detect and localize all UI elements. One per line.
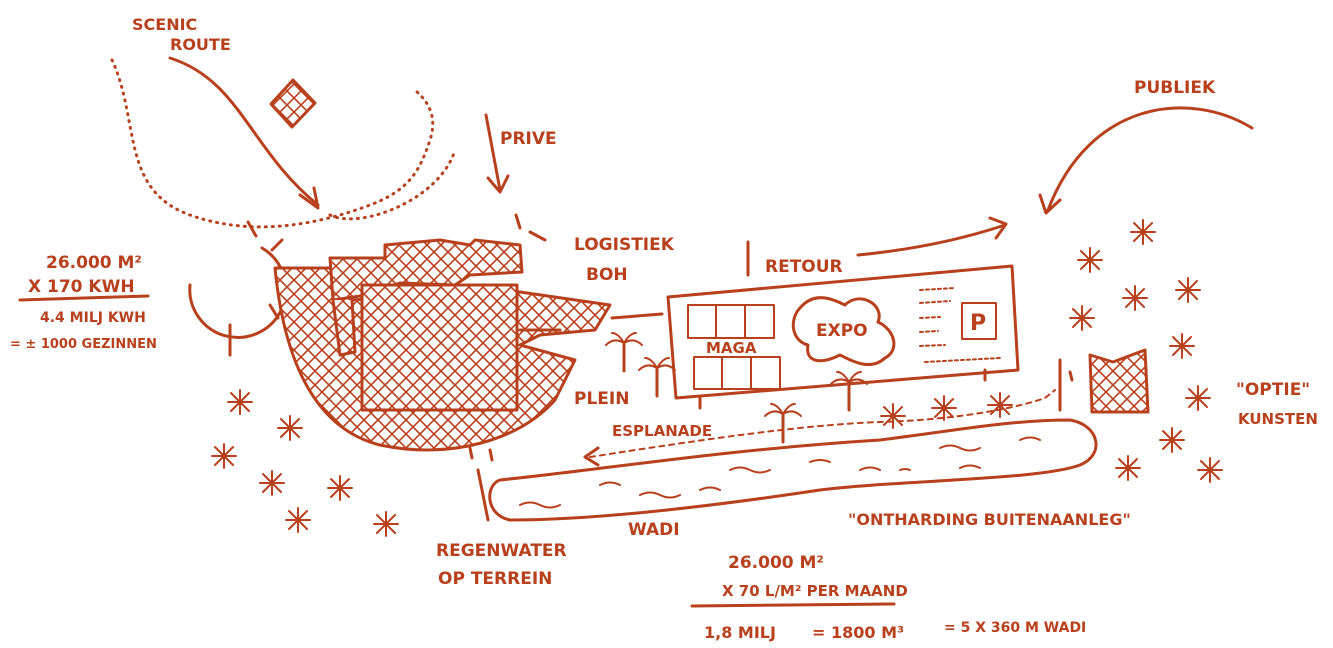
label-kunsten: KUNSTEN xyxy=(1238,410,1318,428)
water-calculation: 26.000 m² x 70 L/m² per maand 1,8 milj =… xyxy=(692,553,1086,642)
energy-factor: x 170 kWh xyxy=(28,277,135,297)
label-plein: PLEIN xyxy=(574,389,629,409)
label-boh: BOH xyxy=(586,265,628,285)
water-wadi: = 5 x 360 m WADI xyxy=(944,620,1086,636)
main-building xyxy=(275,215,610,450)
art-pavilion xyxy=(1090,350,1148,412)
label-optie: "OPTIE" xyxy=(1236,380,1310,400)
label-logistiek: LOGISTIEK xyxy=(574,235,675,255)
connection-line xyxy=(612,314,662,318)
parking-lines xyxy=(920,288,1000,362)
label-regenwater: REGENWATER xyxy=(436,541,567,561)
scenic-route-dotted-path-2 xyxy=(330,150,455,219)
label-expo: EXPO xyxy=(816,321,868,341)
energy-result: 4.4 milj kWh xyxy=(40,310,146,326)
prive-arrow xyxy=(486,115,508,192)
water-area: 26.000 m² xyxy=(728,553,824,573)
water-factor: x 70 L/m² per maand xyxy=(722,582,908,600)
label-retour: RETOUR xyxy=(765,257,843,277)
wadi-water xyxy=(490,420,1096,520)
water-result: 1,8 milj xyxy=(704,623,776,642)
regenwater-marker xyxy=(470,448,492,520)
maga-grid-bottom xyxy=(694,357,780,389)
energy-households: = ± 1000 GEZINNEN xyxy=(10,337,157,352)
publiek-arrow xyxy=(1040,108,1252,213)
diamond-marker-icon xyxy=(271,80,315,127)
energy-area: 26.000 m² xyxy=(46,253,142,273)
water-volume: = 1800 m³ xyxy=(812,623,904,642)
label-publiek: PUBLIEK xyxy=(1134,78,1216,98)
label-op-terrein: OP TERREIN xyxy=(438,569,552,589)
label-prive: PRIVE xyxy=(500,129,557,149)
sun-icon xyxy=(190,222,290,355)
energy-calculation: 26.000 m² x 170 kWh 4.4 milj kWh = ± 100… xyxy=(10,253,157,352)
scenic-route-arrow xyxy=(170,58,318,208)
maga-grid-top xyxy=(688,305,774,338)
label-scenic: SCENIC xyxy=(132,15,197,34)
tree-icons-right xyxy=(881,220,1222,482)
scenic-route-dotted-path xyxy=(112,60,433,227)
label-route: ROUTE xyxy=(170,35,231,54)
label-parking: P xyxy=(970,311,986,336)
label-ontharding: "ONTHARDING BUITENAANLEG" xyxy=(848,510,1131,529)
label-maga: MAGA xyxy=(706,339,757,357)
label-wadi: WADI xyxy=(628,520,680,540)
label-esplanade: ESPLANADE xyxy=(612,422,712,440)
